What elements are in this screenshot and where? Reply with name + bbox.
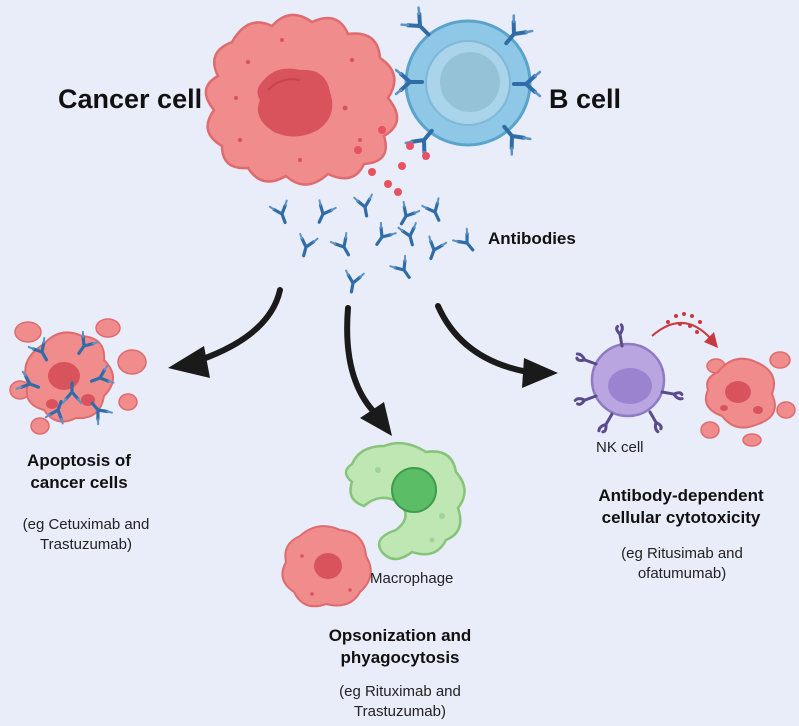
apoptosis-examples-line1: (eg Cetuximab and xyxy=(22,516,150,533)
b-cell-illustration xyxy=(394,8,542,161)
cancer-cell-label: Cancer cell xyxy=(58,84,203,114)
arrow-to-adcc xyxy=(435,303,558,388)
macrophage-label: Macrophage xyxy=(370,570,454,587)
cancer-cell-illustration xyxy=(204,13,399,186)
opsonization-examples: (eg Rituximab and Trastuzumab) xyxy=(300,682,500,722)
b-cell-label: B cell xyxy=(549,84,622,114)
arrow-to-opsonization xyxy=(344,305,392,436)
opsonization-title: Opsonization and phyagocytosis xyxy=(290,625,510,669)
arrow-to-apoptosis xyxy=(168,287,283,378)
apoptosis-examples: (eg Cetuximab and Trastuzumab) xyxy=(2,515,170,555)
apoptosis-title: Apoptosis of cancer cells xyxy=(0,450,158,494)
adcc-title-line1: Antibody-dependent xyxy=(598,486,764,505)
adcc-title-line2: cellular cytotoxicity xyxy=(601,508,761,527)
antibody-secretion-dots xyxy=(354,126,430,196)
opsonization-examples-line1: (eg Rituximab and xyxy=(339,683,461,700)
phagocytosed-cancer-cell xyxy=(281,525,372,608)
apoptosis-examples-line2: Trastuzumab) xyxy=(40,536,132,553)
adcc-examples-line2: ofatumumab) xyxy=(637,565,727,582)
opsonization-title-line2: phyagocytosis xyxy=(340,648,460,667)
antibodies-label: Antibodies xyxy=(488,229,576,248)
opsonization-title-line1: Opsonization and xyxy=(328,626,472,645)
antibody-cluster xyxy=(268,193,482,296)
macrophage-illustration xyxy=(344,441,466,561)
apoptosis-title-line1: Apoptosis of xyxy=(27,451,131,470)
opsonization-examples-line2: Trastuzumab) xyxy=(354,703,446,720)
adcc-examples: (eg Ritusimab and ofatumumab) xyxy=(592,544,772,584)
adcc-title: Antibody-dependent cellular cytotoxicity xyxy=(572,485,790,529)
cytotoxic-granules-arrow xyxy=(651,312,718,348)
nk-cell-illustration xyxy=(573,323,685,435)
apoptosis-title-line2: cancer cells xyxy=(30,473,128,492)
target-cancer-cell xyxy=(700,351,796,447)
apoptotic-cancer-cells xyxy=(9,318,147,435)
nk-cell-label: NK cell xyxy=(596,439,644,456)
adcc-examples-line1: (eg Ritusimab and xyxy=(621,545,743,562)
